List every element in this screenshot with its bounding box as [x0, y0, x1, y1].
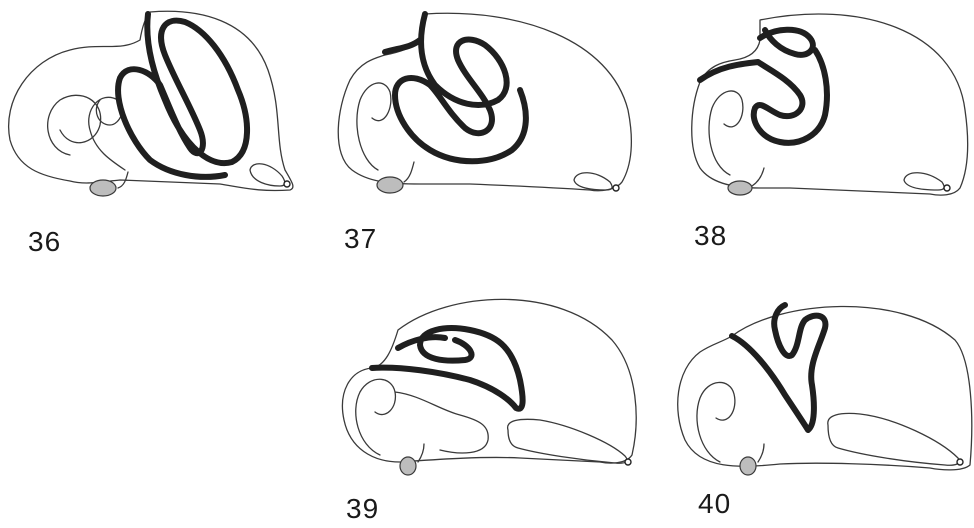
figure-37-drawing	[338, 13, 631, 193]
figure-39-lobe	[508, 419, 627, 463]
figure-38-lobe	[904, 173, 944, 190]
figure-37-spiral	[357, 83, 391, 170]
figure-36-cortex	[118, 14, 247, 177]
figure-38-stalk	[752, 168, 764, 186]
figure-40-dot	[957, 459, 963, 465]
figure-38-hatched-body	[728, 181, 752, 195]
figure-37-dot	[613, 185, 619, 191]
figure-39-stalk	[418, 444, 424, 462]
figure-37-label: 37	[344, 225, 377, 253]
figure-40-hatched-body	[740, 457, 756, 475]
figure-38-outline	[692, 14, 968, 195]
figure-38-spiral	[709, 91, 743, 175]
figure-39-inner	[356, 379, 488, 455]
figure-36-spiral	[48, 95, 101, 155]
figure-40-stalk	[758, 444, 764, 462]
figure-40-cortex	[732, 305, 825, 430]
figure-38-label: 38	[694, 222, 727, 250]
figure-39-label: 39	[346, 495, 379, 523]
figure-37-stalk	[404, 162, 414, 182]
figure-40-lobe	[828, 413, 959, 465]
figure-40-label: 40	[698, 490, 731, 518]
figure-37-lobe	[574, 173, 612, 190]
figure-40-inner	[697, 382, 735, 462]
figure-38-cortex	[700, 30, 827, 143]
figure-38-drawing	[692, 14, 968, 195]
figure-39-dot	[625, 459, 631, 465]
figure-38-dot	[944, 185, 950, 191]
figure-36-hatched-body	[90, 180, 116, 196]
figure-39-hatched-body	[400, 457, 416, 475]
figure-36-dot	[284, 181, 290, 187]
figure-36-lobe	[250, 164, 285, 186]
figure-36-drawing	[9, 11, 293, 196]
figure-36-label: 36	[28, 228, 61, 256]
figure-39-drawing	[342, 299, 636, 475]
figure-40-drawing	[678, 305, 972, 475]
figure-37-hatched-body	[377, 177, 403, 193]
figure-37-cortex	[385, 14, 526, 161]
